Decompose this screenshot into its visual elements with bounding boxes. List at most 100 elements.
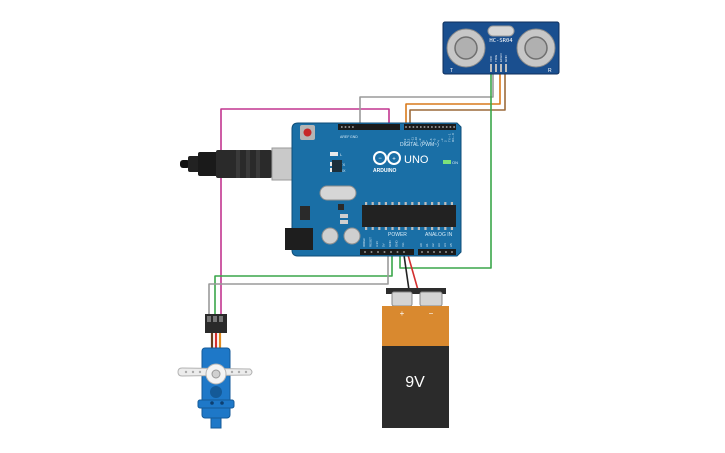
digital-pin[interactable] <box>453 126 455 128</box>
power-pin[interactable] <box>396 251 399 253</box>
sensor-pin[interactable] <box>505 64 507 72</box>
digital-pin[interactable] <box>416 126 418 128</box>
digital-pin[interactable] <box>449 126 452 128</box>
analog-pin-label: A0 <box>419 243 423 247</box>
analog-pin[interactable] <box>439 251 441 253</box>
chip-pin <box>391 227 394 230</box>
digital-pin[interactable] <box>420 126 422 128</box>
top-left-pin[interactable] <box>344 126 347 128</box>
sensor-pin[interactable] <box>500 64 502 72</box>
chip-pin <box>371 202 374 205</box>
receiver-transducer <box>516 28 556 68</box>
power-pin[interactable] <box>390 251 392 253</box>
digital-pin-label: ~3 <box>440 138 444 142</box>
sensor-crystal <box>487 25 515 37</box>
digital-pin-label: RX←0 <box>451 133 455 142</box>
sensor-pin[interactable] <box>495 64 497 72</box>
analog-pin-label: A1 <box>425 243 429 247</box>
wire-gray-vcc <box>359 70 494 128</box>
digital-pin[interactable] <box>442 126 444 128</box>
small-chip <box>338 204 344 210</box>
digital-pin-label: TX→1 <box>447 133 451 142</box>
sensor-pin-label: ECHO <box>499 53 503 62</box>
digital-pin[interactable] <box>408 126 411 128</box>
power-pin[interactable] <box>377 251 379 253</box>
top-left-pin[interactable] <box>348 126 350 128</box>
power-pin-label: 5V <box>382 243 386 247</box>
digital-pin[interactable] <box>405 126 407 128</box>
usb-chip <box>332 160 342 172</box>
digital-pin[interactable] <box>438 126 441 128</box>
digital-pin[interactable] <box>445 126 448 128</box>
power-pin-label: GND <box>388 240 392 248</box>
analog-pin[interactable] <box>421 251 423 253</box>
chip-pin <box>411 202 414 205</box>
analog-label: ANALOG IN <box>425 232 453 238</box>
power-jack[interactable] <box>285 228 313 250</box>
top-header-right <box>404 124 456 130</box>
power-pin[interactable] <box>364 251 366 253</box>
sensor-pin-label: GND <box>504 55 508 63</box>
power-pin[interactable] <box>403 251 405 253</box>
chip-pin <box>424 227 427 230</box>
crystal-oscillator <box>319 185 357 201</box>
led-rx-label: RX <box>340 168 346 173</box>
power-pin-label: 3.3V <box>375 241 379 247</box>
battery-9v[interactable]: + − 9V <box>382 288 449 428</box>
aref-label: AREF <box>340 135 349 139</box>
power-pin-label: IOREF <box>362 238 366 247</box>
chip-pin <box>411 227 414 230</box>
battery-body <box>382 346 449 428</box>
chip-pin <box>444 202 447 205</box>
capacitor-1 <box>321 227 339 245</box>
wire-gray-servo <box>208 255 389 323</box>
top-left-pin[interactable] <box>352 126 354 128</box>
digital-pin[interactable] <box>427 126 429 128</box>
digital-pin[interactable] <box>423 126 426 128</box>
digital-pin-label: 12 <box>407 138 411 142</box>
power-header <box>360 249 414 255</box>
chip-pin <box>450 202 453 205</box>
analog-pin-label: A4 <box>443 243 447 247</box>
analog-pin[interactable] <box>433 251 435 253</box>
analog-pin[interactable] <box>451 251 453 253</box>
chip-pin <box>437 202 440 205</box>
battery-terminal-minus <box>419 291 443 307</box>
sensor-pin-label: TRIG <box>494 54 498 62</box>
chip-pin <box>384 227 387 230</box>
board-model: UNO <box>404 154 429 166</box>
voltage-regulator <box>300 206 310 220</box>
digital-pin-label: ~11 <box>410 137 414 142</box>
chip-pin <box>437 227 440 230</box>
power-label: POWER <box>388 232 407 238</box>
led-l <box>330 152 338 156</box>
led-on-label: ON <box>452 160 458 165</box>
transmitter-transducer <box>446 28 486 68</box>
chip-pin <box>424 202 427 205</box>
power-pin-label: RESET <box>369 237 373 247</box>
analog-pin[interactable] <box>427 251 429 253</box>
servo-motor[interactable] <box>177 314 253 429</box>
servo-mount <box>197 399 235 409</box>
top-left-pin[interactable] <box>341 126 343 128</box>
analog-header <box>418 249 456 255</box>
power-pin[interactable] <box>383 251 386 253</box>
digital-pin[interactable] <box>431 126 433 128</box>
analog-pin[interactable] <box>445 251 447 253</box>
digital-pin[interactable] <box>412 126 415 128</box>
battery-minus-label: − <box>429 309 434 318</box>
digital-pin[interactable] <box>434 126 437 128</box>
chip-pin <box>417 227 420 230</box>
servo-horn[interactable] <box>177 363 253 385</box>
board-brand: ARDUINO <box>373 168 396 174</box>
sensor-model: HC-SR04 <box>489 38 513 44</box>
digital-pin-label: ~10 <box>414 137 418 142</box>
chip-pin <box>444 227 447 230</box>
sensor-pin[interactable] <box>490 64 492 72</box>
chip-pin <box>450 227 453 230</box>
power-pin[interactable] <box>370 251 373 253</box>
chip-pin <box>384 202 387 205</box>
